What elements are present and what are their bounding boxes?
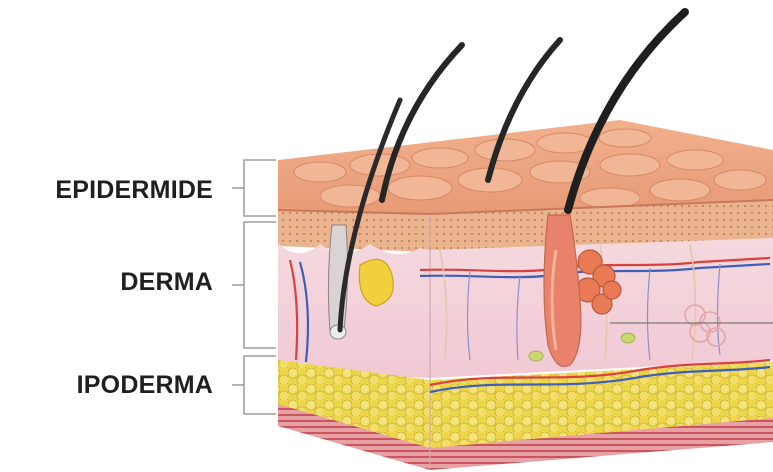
bracket-derma	[244, 222, 276, 348]
bracket-ipoderma	[244, 356, 276, 414]
bracket-epidermide	[244, 160, 276, 216]
label-brackets	[232, 160, 276, 414]
label-ipoderma: IPODERMA	[77, 371, 213, 400]
dermis-front	[278, 238, 773, 378]
label-epidermide: EPIDERMIDE	[55, 176, 213, 205]
label-derma: DERMA	[120, 268, 213, 297]
